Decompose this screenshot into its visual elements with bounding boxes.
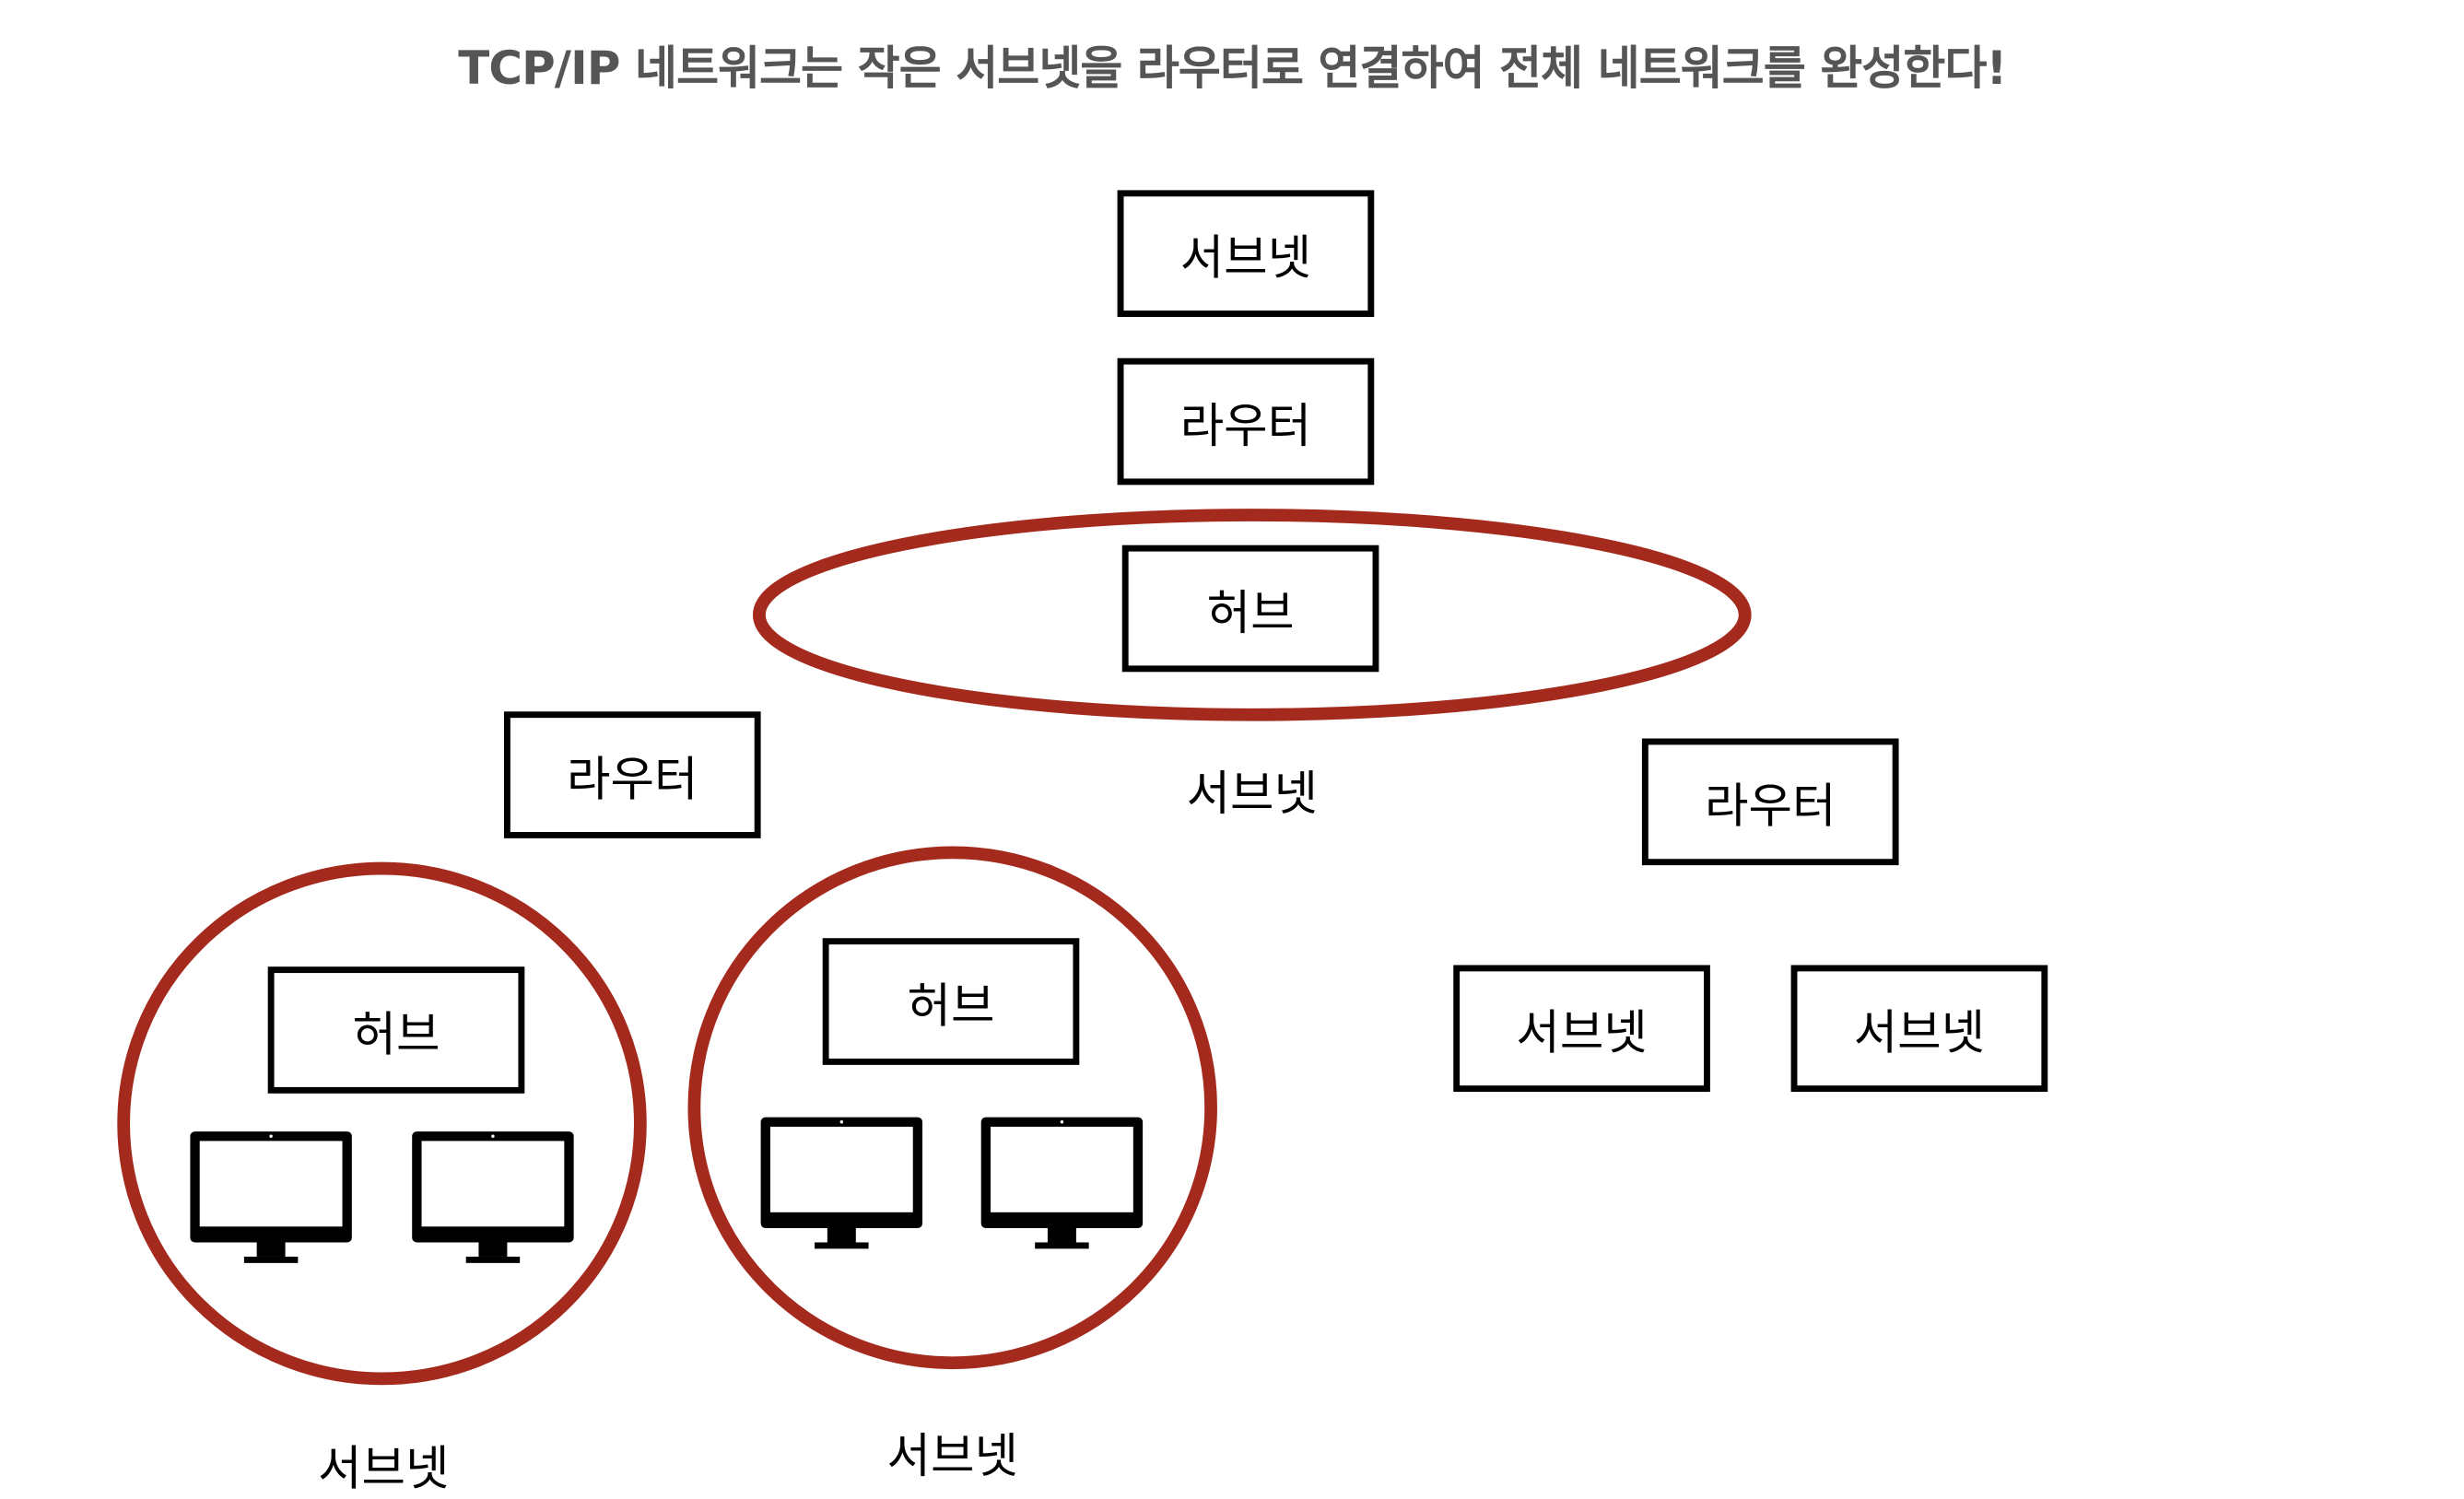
left-subnet-caption: 서브넷 (318, 1442, 450, 1498)
right-subnet-box-1: 서브넷 (1453, 965, 1710, 1093)
middle-hub-box: 허브 (822, 938, 1080, 1065)
left-router-box: 라우터 (503, 711, 761, 838)
left-subnet-ring (117, 861, 647, 1386)
monitor-icon (980, 1117, 1144, 1249)
middle-subnet-caption: 서브넷 (886, 1429, 1018, 1485)
middle-subnet-ring (687, 846, 1217, 1370)
right-router-box: 라우터 (1641, 738, 1899, 866)
center-hub-box: 허브 (1121, 545, 1379, 673)
top-subnet-box: 서브넷 (1117, 190, 1375, 317)
diagram-title: TCP/IP 네트워크는 작은 서브넷을 라우터로 연결하여 전체 네트워크를 … (458, 41, 2007, 96)
left-subnet-circle (117, 861, 647, 1386)
monitor-icon (412, 1131, 574, 1263)
right-subnet-box-2: 서브넷 (1790, 965, 2048, 1093)
center-subnet-ellipse (753, 509, 1752, 721)
monitor-icon (190, 1131, 352, 1263)
left-hub-box: 허브 (267, 966, 525, 1094)
center-subnet-caption: 서브넷 (1186, 767, 1319, 823)
middle-subnet-circle (687, 846, 1217, 1370)
top-router-box: 라우터 (1117, 357, 1375, 486)
monitor-icon (760, 1117, 923, 1249)
center-subnet-ring (753, 509, 1752, 721)
